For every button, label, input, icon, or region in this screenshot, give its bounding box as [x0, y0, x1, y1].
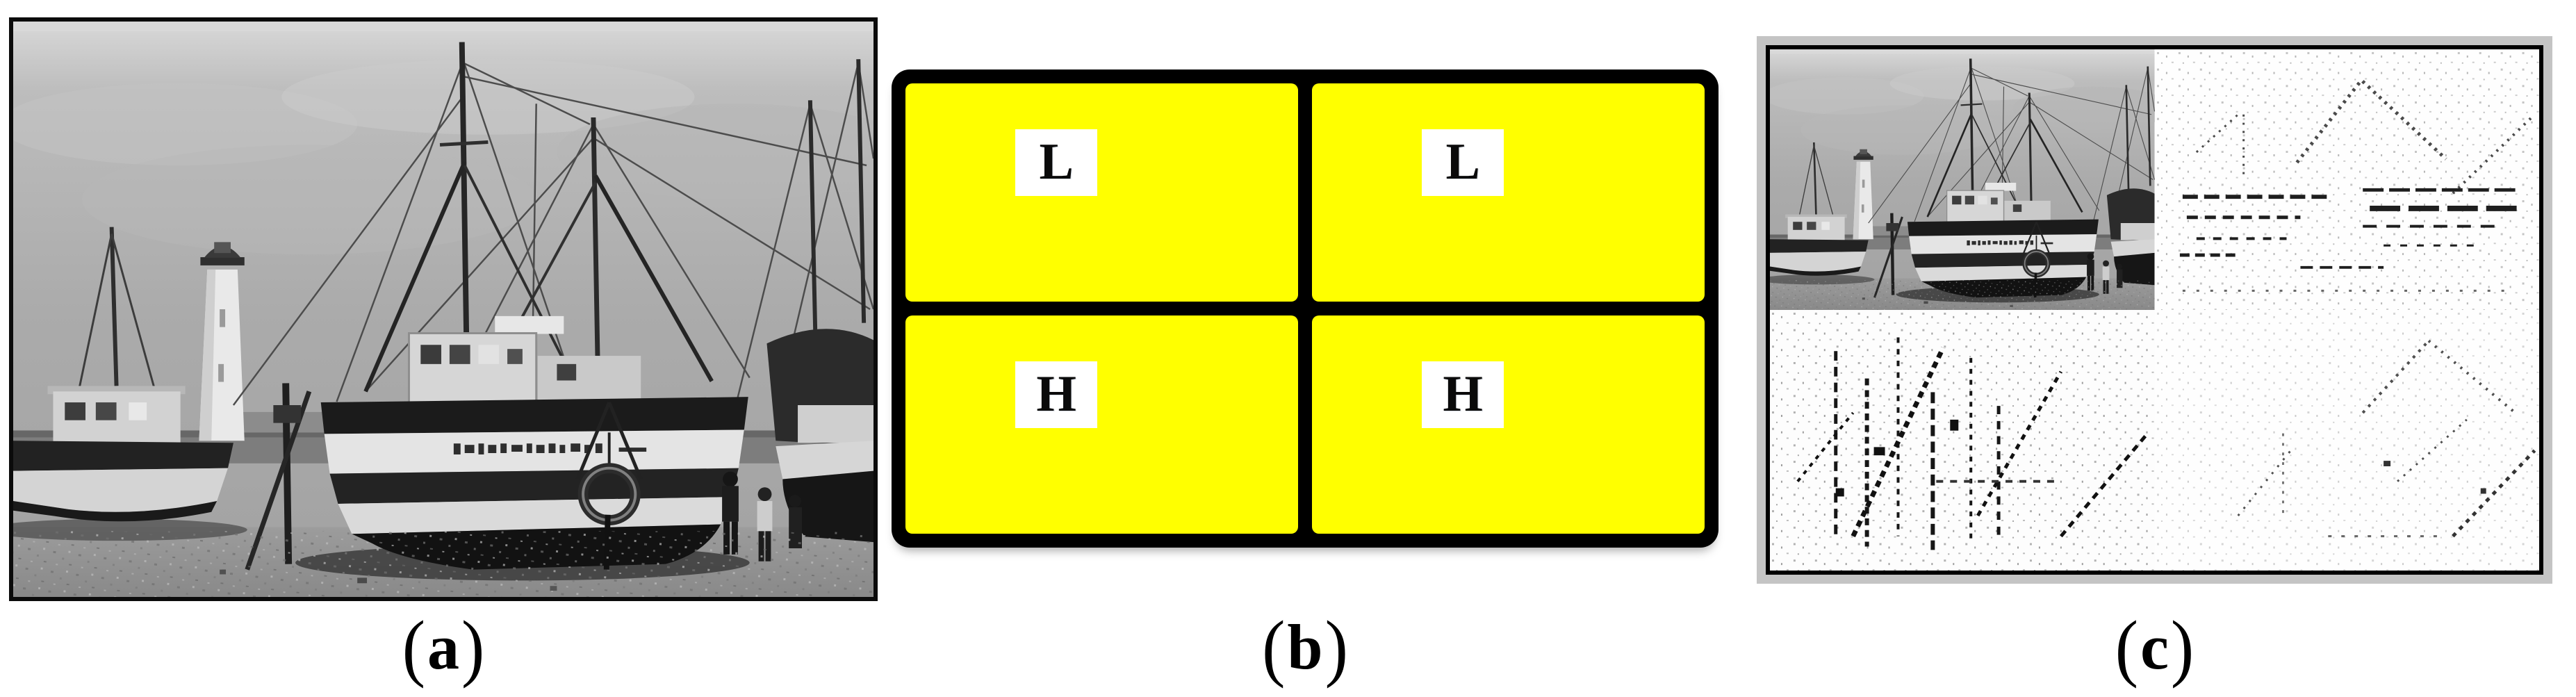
panel-c-decomposition-result	[1757, 36, 2552, 584]
ll-approximation-illustration	[1770, 49, 2155, 310]
subband-cell-top-right: L	[1312, 83, 1705, 302]
caption-b-letter: b	[1287, 612, 1323, 682]
subband-letter: H	[1443, 366, 1483, 423]
panel-c-caption: (c)	[1757, 605, 2552, 689]
subband-label-box: H	[1015, 361, 1098, 428]
subband-label-box: L	[1015, 129, 1098, 196]
panel-b-subband-diagram: L L H H	[892, 69, 1718, 548]
wavelet-approximation-quadrant	[1770, 49, 2155, 310]
subband-cell-top-left: L	[905, 83, 1298, 302]
wavelet-hl-detail-quadrant	[1770, 310, 2155, 571]
caption-a-letter: a	[427, 612, 459, 682]
caption-b-open-paren: (	[1262, 605, 1286, 689]
caption-c-close-paren: )	[2170, 605, 2194, 689]
caption-b-close-paren: )	[1324, 605, 1348, 689]
subband-letter: H	[1036, 366, 1076, 423]
subband-cell-bottom-left: H	[905, 315, 1298, 534]
hl-vertical-detail-illustration	[1770, 310, 2155, 571]
panel-b-caption: (b)	[892, 605, 1718, 689]
panel-a-original-image	[9, 17, 878, 601]
hh-diagonal-detail-illustration	[2155, 310, 2540, 571]
panel-a-caption: (a)	[9, 605, 878, 689]
panel-c-inner-frame	[1766, 45, 2543, 575]
subband-cell-bottom-right: H	[1312, 315, 1705, 534]
subband-letter: L	[1445, 133, 1480, 191]
boats-photo-illustration	[13, 22, 873, 597]
wavelet-lh-detail-quadrant	[2154, 49, 2540, 310]
subband-label-box: L	[1422, 129, 1504, 196]
caption-c-letter: c	[2140, 612, 2169, 682]
caption-a-close-paren: )	[461, 605, 485, 689]
lh-horizontal-detail-illustration	[2155, 49, 2540, 310]
subband-letter: L	[1039, 133, 1074, 191]
caption-a-open-paren: (	[402, 605, 425, 689]
wavelet-hh-detail-quadrant	[2154, 310, 2540, 571]
caption-c-open-paren: (	[2115, 605, 2139, 689]
subband-label-box: H	[1422, 361, 1504, 428]
